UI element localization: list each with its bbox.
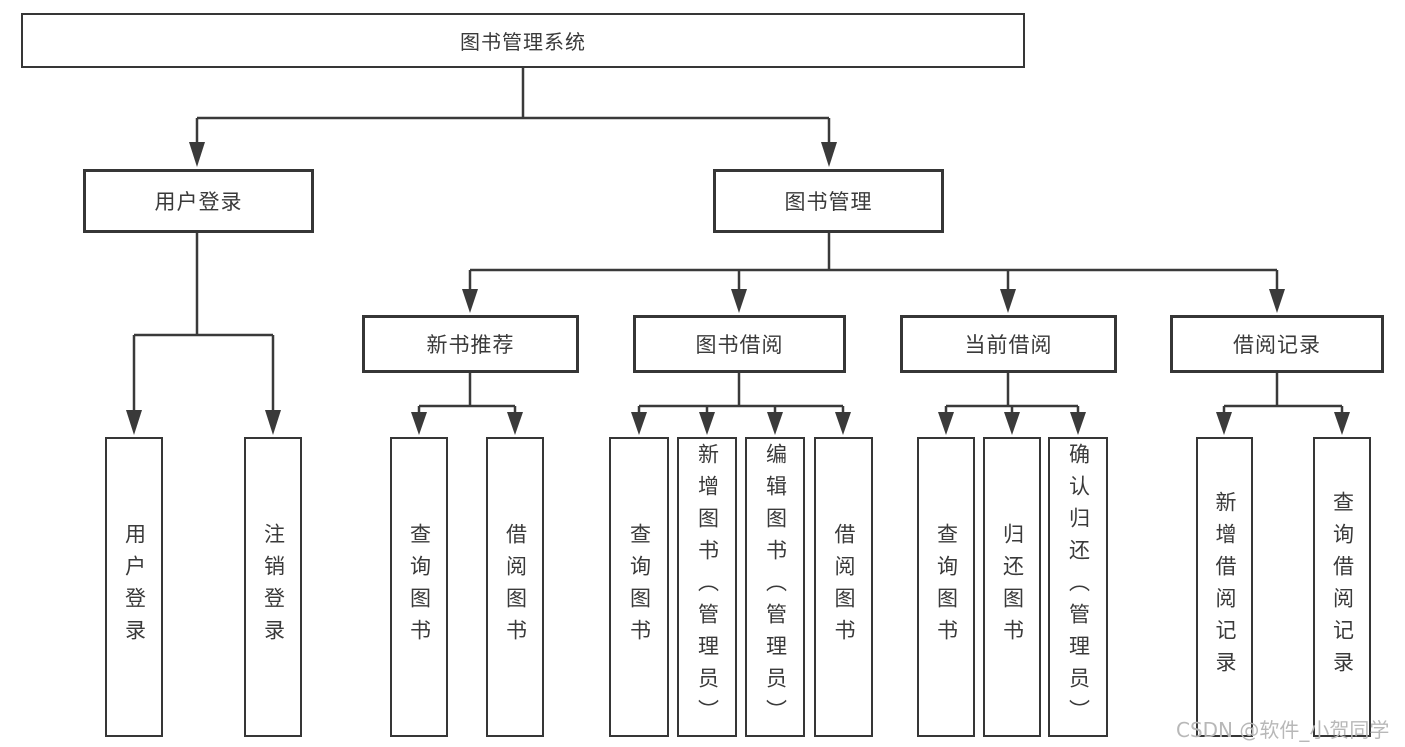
leaf-record-add-record-label: 新增借阅记录 xyxy=(1213,491,1237,683)
leaf-current-confirm-return-admin: 确认归还（管理员） xyxy=(1048,437,1108,737)
leaf-user-login-label: 用户登录 xyxy=(122,523,147,651)
node-book-borrow-label: 图书借阅 xyxy=(695,333,784,357)
leaf-current-return-book: 归还图书 xyxy=(983,437,1041,737)
leaf-borrow-query-book-label: 查询图书 xyxy=(627,523,652,651)
node-book-borrow: 图书借阅 xyxy=(633,315,846,373)
leaf-logout-label: 注销登录 xyxy=(261,523,286,651)
node-new-book-recommend: 新书推荐 xyxy=(362,315,579,373)
leaf-current-query-book-label: 查询图书 xyxy=(934,523,959,651)
leaf-current-return-book-label: 归还图书 xyxy=(1000,523,1025,651)
leaf-borrow-edit-book-admin-label: 编辑图书（管理员） xyxy=(763,443,788,731)
node-current-borrow: 当前借阅 xyxy=(900,315,1117,373)
leaf-borrow-borrow-book: 借阅图书 xyxy=(814,437,873,737)
node-new-book-recommend-label: 新书推荐 xyxy=(426,333,515,357)
leaf-current-confirm-return-admin-label: 确认归还（管理员） xyxy=(1066,443,1091,731)
leaf-recommend-query-book: 查询图书 xyxy=(390,437,448,737)
leaf-logout: 注销登录 xyxy=(244,437,302,737)
leaf-user-login: 用户登录 xyxy=(105,437,163,737)
node-book-management: 图书管理 xyxy=(713,169,944,233)
node-root-label: 图书管理系统 xyxy=(460,30,586,54)
leaf-record-query-record-label: 查询借阅记录 xyxy=(1330,491,1355,683)
node-user-login: 用户登录 xyxy=(83,169,314,233)
node-user-login-label: 用户登录 xyxy=(154,190,243,214)
leaf-record-add-record: 新增借阅记录 xyxy=(1196,437,1253,737)
node-root: 图书管理系统 xyxy=(21,13,1025,68)
leaf-borrow-borrow-book-label: 借阅图书 xyxy=(832,523,856,651)
leaf-borrow-add-book-admin-label: 新增图书（管理员） xyxy=(695,443,720,731)
leaf-recommend-query-book-label: 查询图书 xyxy=(407,523,432,651)
leaf-borrow-edit-book-admin: 编辑图书（管理员） xyxy=(745,437,805,737)
leaf-borrow-query-book: 查询图书 xyxy=(609,437,669,737)
leaf-current-query-book: 查询图书 xyxy=(917,437,975,737)
node-current-borrow-label: 当前借阅 xyxy=(964,333,1053,357)
leaf-recommend-borrow-book-label: 借阅图书 xyxy=(503,523,528,651)
node-book-management-label: 图书管理 xyxy=(784,190,873,214)
leaf-recommend-borrow-book: 借阅图书 xyxy=(486,437,544,737)
leaf-record-query-record: 查询借阅记录 xyxy=(1313,437,1371,737)
leaf-borrow-add-book-admin: 新增图书（管理员） xyxy=(677,437,737,737)
node-borrow-record-label: 借阅记录 xyxy=(1233,333,1321,357)
node-borrow-record: 借阅记录 xyxy=(1170,315,1384,373)
watermark: CSDN @软件_小贺同学 xyxy=(1176,718,1390,742)
